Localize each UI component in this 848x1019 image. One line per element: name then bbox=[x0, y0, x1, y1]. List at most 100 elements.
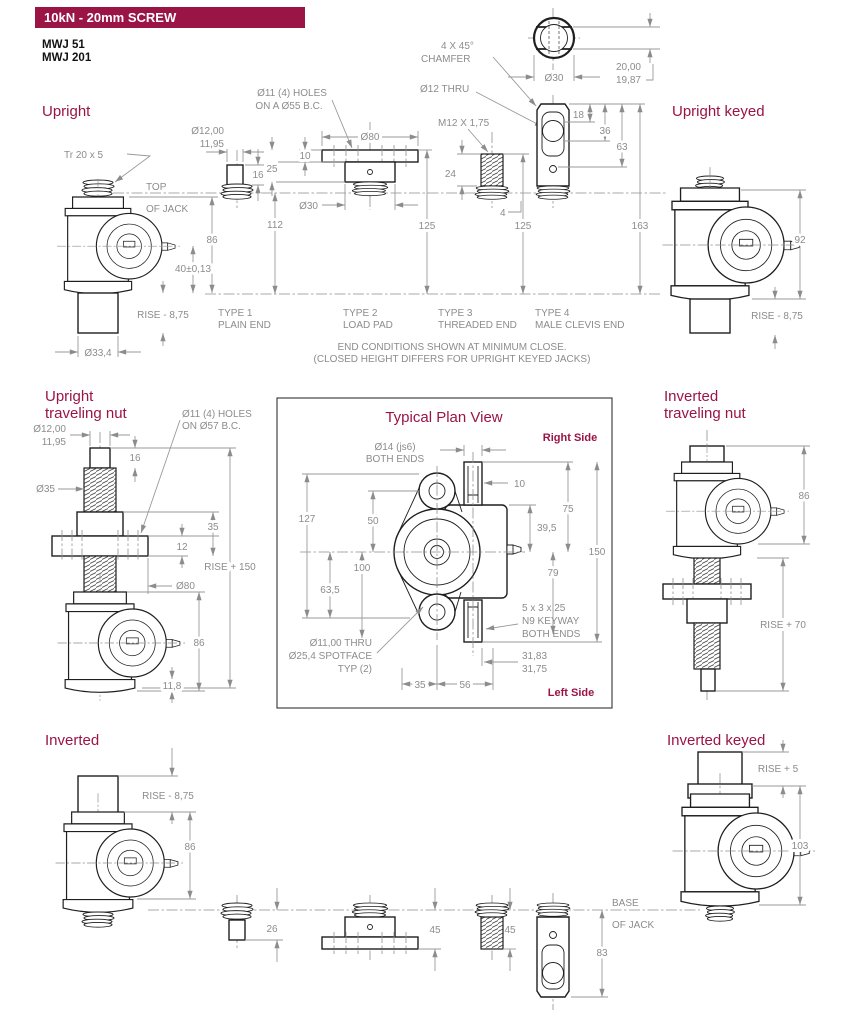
header: 10kN - 20mm SCREW MWJ 51 MWJ 201 bbox=[35, 7, 305, 64]
ext bbox=[344, 184, 396, 210]
screw-top-stub bbox=[89, 447, 111, 469]
type2-load-pad: Ø11 (4) HOLES ON A Ø55 B.C. Ø80 10 25 Ø3… bbox=[255, 88, 438, 331]
dim-103: 103 bbox=[792, 841, 809, 852]
ext bbox=[226, 149, 244, 162]
dim-395: 39,5 bbox=[537, 523, 557, 534]
dim-dia12-2: 11,95 bbox=[200, 139, 225, 150]
right-side-label: Right Side bbox=[543, 432, 597, 444]
dim-20-bracket bbox=[646, 64, 654, 81]
dim-dia-base: Ø33,4 bbox=[84, 348, 112, 359]
thread-leader bbox=[467, 128, 489, 153]
screw-spec-label: Tr 20 x 5 bbox=[64, 150, 104, 161]
dim-635: 63,5 bbox=[320, 585, 340, 596]
pad-hole-ticks bbox=[333, 145, 407, 167]
model-1: MWJ 51 bbox=[42, 39, 85, 51]
dim-rise: RISE - 8,75 bbox=[137, 310, 189, 321]
dim-112: 112 bbox=[267, 220, 283, 231]
inv-plain-stub bbox=[228, 919, 246, 941]
plan-grease-nipple bbox=[506, 544, 522, 555]
dim-56: 56 bbox=[459, 680, 471, 691]
dim-4: 4 bbox=[500, 208, 506, 219]
ext bbox=[463, 445, 483, 456]
ext bbox=[726, 445, 810, 545]
inverted-end-conditions: 26 45 45 83 bbox=[220, 888, 611, 1010]
dim-150: 150 bbox=[589, 547, 606, 558]
inverted-view: Inverted RISE - 8,75 86 bbox=[45, 732, 199, 928]
dim-127: 127 bbox=[299, 514, 316, 525]
keyway-label-3: BOTH ENDS bbox=[522, 629, 581, 640]
keyed-jack-body bbox=[661, 166, 806, 311]
thread-spec: M12 X 1,75 bbox=[438, 118, 490, 129]
type4-label-2: MALE CLEVIS END bbox=[535, 320, 624, 331]
type1-plain-end: Ø12,00 11,95 16 112 TYPE 1 PLAIN END bbox=[191, 126, 286, 331]
type2-label-1: TYPE 2 bbox=[343, 308, 378, 319]
dim-35: 35 bbox=[207, 522, 219, 533]
nut-flange bbox=[51, 535, 149, 557]
screw-leader bbox=[114, 153, 152, 183]
ext bbox=[77, 336, 119, 357]
ext bbox=[741, 189, 806, 300]
type4-male-clevis: 20,00 19,87 Ø30 4 X 45° CHAMFER Ø12 THRU… bbox=[420, 8, 660, 331]
dim-63: 63 bbox=[616, 142, 628, 153]
clevis-hole-hidden-lines bbox=[548, 21, 560, 55]
dim-10: 10 bbox=[514, 479, 526, 490]
keyway-leader bbox=[485, 623, 519, 631]
keyed-bottom-boss bbox=[689, 298, 731, 334]
dim-2000: 20,00 bbox=[616, 62, 641, 73]
upright-keyed-title: Upright keyed bbox=[672, 103, 765, 120]
upright-bottom-boss bbox=[77, 292, 119, 334]
spotface-label-1: Ø11,00 THRU bbox=[310, 638, 372, 649]
itn-jack-body bbox=[665, 443, 790, 568]
dim-86: 86 bbox=[193, 638, 205, 649]
holes-leader bbox=[331, 99, 353, 149]
chamfer-leader bbox=[492, 56, 537, 107]
itn-title-2: traveling nut bbox=[664, 405, 747, 422]
spotface-label-2: Ø25,4 SPOTFACE bbox=[289, 651, 373, 662]
ext bbox=[302, 473, 419, 619]
ext bbox=[110, 447, 236, 689]
holes-label-1: Ø11 (4) HOLES bbox=[257, 88, 327, 99]
holes-label-2: ON A Ø55 B.C. bbox=[255, 101, 322, 112]
itn-bottom-stub bbox=[700, 668, 716, 692]
dim-1987: 19,87 bbox=[616, 75, 641, 86]
itn-screw-upper bbox=[693, 557, 721, 585]
holes-label-2: ON Ø57 B.C. bbox=[182, 421, 241, 432]
thread-coil bbox=[535, 185, 571, 200]
dim-100: 100 bbox=[354, 563, 371, 574]
plan-view-border bbox=[276, 397, 613, 709]
thread-coil bbox=[535, 902, 571, 917]
clevis-top-inner bbox=[540, 24, 568, 52]
dim-16: 16 bbox=[252, 170, 264, 181]
dim-35p: 35 bbox=[414, 680, 426, 691]
type4-label-1: TYPE 4 bbox=[535, 308, 570, 319]
base-of-jack-label-2: OF JACK bbox=[612, 920, 655, 931]
plan-title: Typical Plan View bbox=[385, 409, 502, 426]
inv-clevis-small-hole bbox=[549, 931, 557, 939]
title-banner bbox=[35, 7, 305, 28]
thread-coil bbox=[474, 185, 510, 200]
dim-45a: 45 bbox=[429, 925, 441, 936]
thru-leader bbox=[475, 91, 544, 128]
dim-rise: RISE - 8,75 bbox=[142, 791, 194, 802]
lead-screw-upper bbox=[83, 467, 117, 513]
load-pad-plate bbox=[321, 149, 419, 163]
dim-163: 163 bbox=[632, 221, 649, 232]
itn-screw-lower bbox=[693, 622, 721, 670]
note-2: (CLOSED HEIGHT DIFFERS FOR UPRIGHT KEYED… bbox=[314, 354, 591, 365]
upright-title: Upright bbox=[42, 103, 91, 120]
type3-label-1: TYPE 3 bbox=[438, 308, 473, 319]
dim-25: 25 bbox=[266, 164, 278, 175]
dim-36: 36 bbox=[599, 126, 611, 137]
itn-title-1: Inverted bbox=[664, 388, 718, 405]
dim-16: 16 bbox=[129, 453, 141, 464]
dim-4-leader bbox=[508, 201, 522, 213]
inverted-traveling-nut-view: Inverted traveling nut 86 RISE + 70 bbox=[662, 388, 813, 700]
clevis-small-hole bbox=[549, 165, 557, 173]
ext bbox=[118, 775, 196, 813]
dim-45b: 45 bbox=[504, 925, 516, 936]
note-1: END CONDITIONS SHOWN AT MINIMUM CLOSE. bbox=[337, 342, 566, 353]
ext bbox=[558, 103, 645, 168]
thread-coil bbox=[351, 181, 389, 197]
inverted-keyed-view: Inverted keyed RISE + 5 103 bbox=[667, 732, 816, 922]
dim-75: 75 bbox=[562, 504, 574, 515]
